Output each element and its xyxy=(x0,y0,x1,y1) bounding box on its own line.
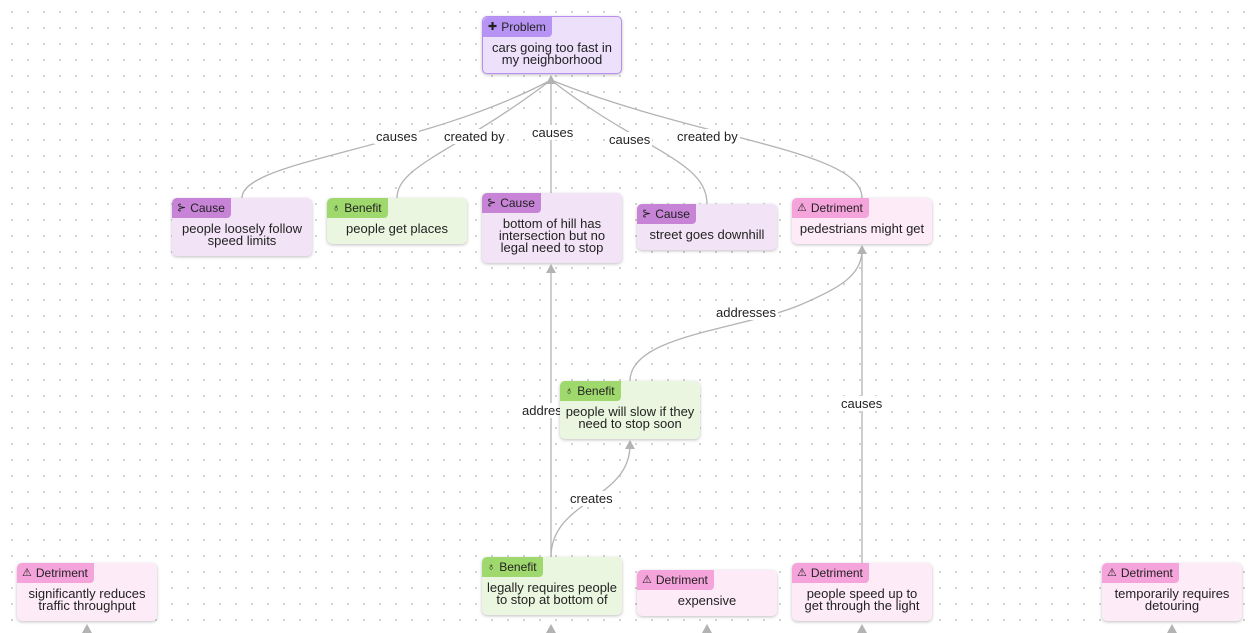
node-type-label: Cause xyxy=(190,201,225,215)
detriment-tag: ⚠Detriment xyxy=(792,198,869,218)
warning-icon: ⚠ xyxy=(797,202,807,214)
benefit-node[interactable]: ♁Benefit people get places xyxy=(327,198,467,244)
edge-label-addresses: addresses xyxy=(714,305,778,320)
node-text: people will slow if they need to stop so… xyxy=(565,404,695,431)
node-text: people loosely follow speed limits xyxy=(182,221,302,248)
benefit-node[interactable]: ♁Benefit legally requires people to stop… xyxy=(482,557,622,615)
node-text: legally requires people to stop at botto… xyxy=(486,580,618,607)
node-type-label: Benefit xyxy=(344,201,382,215)
detriment-node[interactable]: ⚠Detriment pedestrians might get xyxy=(792,198,932,244)
thumb-up-icon: ♁ xyxy=(332,202,341,214)
cause-node[interactable]: ⊱Cause people loosely follow speed limit… xyxy=(172,198,312,256)
problem-node[interactable]: ✚Problem cars going too fast in my neigh… xyxy=(482,16,622,74)
edge-label-causes: causes xyxy=(839,396,885,411)
node-text: street goes downhill xyxy=(649,227,765,242)
edge-label-created-by: created by xyxy=(675,129,740,144)
warning-icon: ⚠ xyxy=(642,574,652,586)
arrow-speedup xyxy=(857,624,867,633)
arrow-legally xyxy=(546,624,556,633)
edge-benefit-places xyxy=(396,79,552,199)
edge-label-causes: causes xyxy=(607,132,653,147)
edge-label-causes: causes xyxy=(530,125,576,140)
edge-label-creates: creates xyxy=(568,491,615,506)
node-type-label: Detriment xyxy=(810,566,863,580)
arrow-hill xyxy=(546,264,556,273)
warning-icon: ⚠ xyxy=(22,567,32,579)
benefit-tag: ♁Benefit xyxy=(327,198,388,218)
detriment-tag: ⚠Detriment xyxy=(637,570,714,590)
edge-label-created-by: created by xyxy=(442,129,507,144)
detriment-tag: ⚠Detriment xyxy=(17,563,94,583)
node-type-label: Benefit xyxy=(499,560,537,574)
arrow-detour xyxy=(1167,624,1177,633)
edge-cause-downhill xyxy=(550,79,708,205)
node-text: pedestrians might get xyxy=(799,221,925,236)
arrow-problem xyxy=(546,75,556,84)
node-text: cars going too fast in my neighborhood xyxy=(492,40,612,67)
warning-icon: ⚠ xyxy=(797,567,807,579)
branch-icon: ⊱ xyxy=(177,202,187,214)
detriment-node[interactable]: ⚠Detriment significantly reduces traffic… xyxy=(17,563,157,621)
edge-detriment-pedestrians xyxy=(550,79,863,199)
edge-benefit-slow xyxy=(629,249,863,382)
edge-label-addresses-partial: addres xyxy=(520,403,564,418)
arrow-expensive xyxy=(702,624,712,633)
node-type-label: Detriment xyxy=(35,566,88,580)
edge-cause-speed xyxy=(241,79,552,199)
cause-node[interactable]: ⊱Cause street goes downhill xyxy=(637,204,777,250)
arrow-throughput xyxy=(82,624,92,633)
cause-node[interactable]: ⊱Cause bottom of hill has intersection b… xyxy=(482,193,622,263)
detriment-node[interactable]: ⚠Detriment expensive xyxy=(637,570,777,616)
node-type-label: Problem xyxy=(501,20,546,34)
cause-tag: ⊱Cause xyxy=(482,193,541,213)
thumb-up-icon: ♁ xyxy=(565,385,574,397)
edge-label-causes: causes xyxy=(374,129,420,144)
node-type-label: Detriment xyxy=(655,573,708,587)
branch-icon: ⊱ xyxy=(642,208,652,220)
node-type-label: Benefit xyxy=(577,384,615,398)
problem-tag: ✚Problem xyxy=(483,17,552,37)
node-text: significantly reduces traffic throughput xyxy=(28,586,146,613)
benefit-tag: ♁Benefit xyxy=(560,381,621,401)
benefit-node[interactable]: ♁Benefit people will slow if they need t… xyxy=(560,381,700,439)
node-text: people get places xyxy=(346,221,448,236)
cause-tag: ⊱Cause xyxy=(172,198,231,218)
node-type-label: Cause xyxy=(500,196,535,210)
benefit-tag: ♁Benefit xyxy=(482,557,543,577)
node-text: people speed up to get through the light xyxy=(804,586,920,613)
puzzle-icon: ✚ xyxy=(488,21,498,33)
node-type-label: Detriment xyxy=(1120,566,1173,580)
detriment-node[interactable]: ⚠Detriment temporarily requires detourin… xyxy=(1102,563,1242,621)
detriment-node[interactable]: ⚠Detriment people speed up to get throug… xyxy=(792,563,932,621)
cause-tag: ⊱Cause xyxy=(637,204,696,224)
arrow-benefit-slow xyxy=(625,440,635,449)
arrow-pedestrians xyxy=(857,245,867,254)
node-text: bottom of hill has intersection but no l… xyxy=(498,216,606,255)
node-type-label: Cause xyxy=(655,207,690,221)
detriment-tag: ⚠Detriment xyxy=(1102,563,1179,583)
node-type-label: Detriment xyxy=(810,201,863,215)
branch-icon: ⊱ xyxy=(487,197,497,209)
thumb-up-icon: ♁ xyxy=(487,561,496,573)
detriment-tag: ⚠Detriment xyxy=(792,563,869,583)
node-text: expensive xyxy=(677,593,737,608)
node-text: temporarily requires detouring xyxy=(1114,586,1230,613)
warning-icon: ⚠ xyxy=(1107,567,1117,579)
